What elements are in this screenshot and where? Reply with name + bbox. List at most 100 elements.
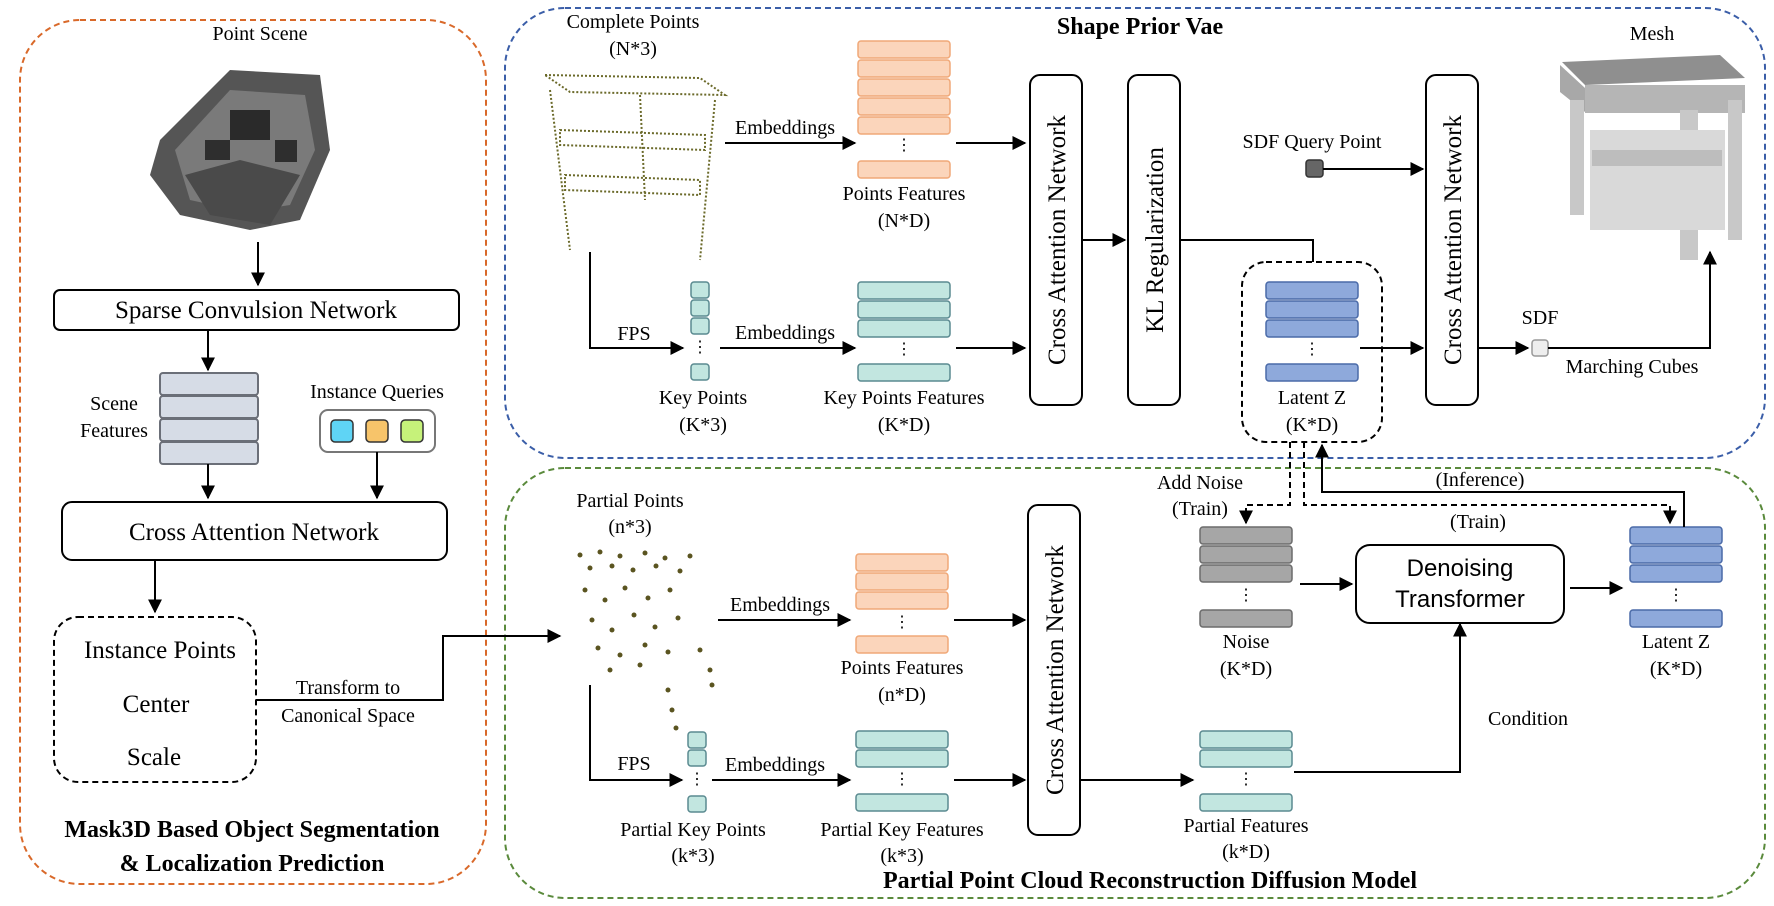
mesh-label: Mesh — [1630, 23, 1674, 45]
top-key-features-label: Key Points Features — [823, 387, 984, 409]
top-fps-label: FPS — [617, 323, 650, 345]
transform-label-1: Transform to — [296, 677, 400, 699]
left-cross-attention-block — [61, 501, 448, 561]
center-label: Center — [123, 691, 190, 718]
instance-info-box — [53, 616, 257, 783]
top-key-points-dims: (K*3) — [679, 414, 727, 436]
noise-dims: (K*D) — [1220, 658, 1272, 680]
denoising-label-1: Denoising — [1407, 555, 1514, 582]
left-panel-title-1: Mask3D Based Object Segmentation — [64, 817, 439, 843]
bottom-fps-label: FPS — [617, 753, 650, 775]
query-token-green — [400, 419, 424, 443]
decoder-cross-attention-block — [1425, 74, 1479, 406]
sdf-query-point-marker — [1305, 159, 1324, 178]
top-panel-border — [504, 7, 1766, 459]
svg-text:⋮: ⋮ — [1304, 341, 1320, 358]
top-cross-attention-label: Cross Attention Network — [1044, 115, 1071, 365]
bottom-key-features-stack: ⋮ — [855, 730, 949, 812]
bottom-panel-title: Partial Point Cloud Reconstruction Diffu… — [883, 868, 1417, 894]
top-key-features-stack: ⋮ — [857, 281, 951, 382]
svg-text:⋮: ⋮ — [896, 341, 912, 358]
bottom-panel-border — [504, 467, 1766, 899]
top-embeddings-label-2: Embeddings — [735, 322, 835, 344]
partial-key-points-dims: (k*3) — [671, 845, 714, 867]
top-key-features-dims: (K*D) — [878, 414, 930, 436]
denoising-label-2: Transformer — [1395, 586, 1525, 613]
top-points-features-dims: (N*D) — [878, 210, 930, 232]
left-panel-title-2: & Localization Prediction — [120, 851, 385, 877]
transform-label-2: Canonical Space — [281, 705, 415, 727]
noise-label: Noise — [1223, 631, 1270, 653]
svg-text:⋮: ⋮ — [692, 339, 708, 356]
scene-label-1: Scene — [90, 393, 138, 415]
left-panel-border — [19, 19, 487, 885]
sparse-conv-block — [53, 289, 460, 331]
partial-points-image — [577, 549, 715, 731]
marching-cubes-label: Marching Cubes — [1566, 356, 1699, 378]
svg-text:⋮: ⋮ — [1668, 587, 1684, 604]
partial-points-label: Partial Points — [576, 490, 683, 512]
partial-features-label: Partial Features — [1184, 815, 1309, 837]
top-points-features-label: Points Features — [843, 183, 966, 205]
sparse-conv-label: Sparse Convulsion Network — [115, 297, 397, 324]
point-scene-image — [150, 70, 330, 230]
query-token-blue — [330, 419, 354, 443]
bottom-key-points-stack: ⋮ — [687, 731, 707, 813]
sdf-query-point-label: SDF Query Point — [1243, 131, 1382, 153]
partial-features-stack: ⋮ — [1199, 730, 1293, 812]
top-latent-z-dims: (K*D) — [1286, 414, 1338, 436]
train-label-1: (Train) — [1172, 498, 1228, 520]
top-key-points-label: Key Points — [659, 387, 748, 409]
add-noise-label: Add Noise — [1157, 472, 1243, 494]
bottom-embeddings-label-1: Embeddings — [730, 594, 830, 616]
scale-label: Scale — [127, 744, 181, 771]
kl-regularization-label: KL Regularization — [1142, 147, 1169, 333]
partial-features-dims: (k*D) — [1222, 841, 1270, 863]
sdf-label: SDF — [1522, 307, 1559, 329]
inference-label: (Inference) — [1436, 469, 1525, 491]
denoising-transformer-block — [1355, 544, 1565, 624]
bottom-cross-attention-label: Cross Attention Network — [1042, 545, 1069, 795]
scene-label-2: Features — [80, 420, 148, 442]
partial-points-dims: (n*3) — [608, 516, 651, 538]
scene-features-stack — [159, 372, 259, 465]
svg-text:⋮: ⋮ — [896, 137, 912, 154]
condition-label: Condition — [1488, 708, 1568, 730]
sdf-output-marker — [1531, 339, 1549, 357]
bottom-points-features-stack: ⋮ — [855, 553, 949, 654]
instance-queries-label: Instance Queries — [310, 381, 444, 403]
svg-text:⋮: ⋮ — [894, 771, 910, 788]
top-points-features-stack: ⋮ — [857, 40, 951, 179]
query-token-orange — [365, 419, 389, 443]
bottom-cross-attention-block — [1027, 504, 1081, 836]
top-key-points-stack: ⋮ — [690, 281, 710, 381]
decoder-cross-attention-label: Cross Attention Network — [1440, 115, 1467, 365]
bottom-embeddings-label-2: Embeddings — [725, 754, 825, 776]
svg-text:⋮: ⋮ — [689, 771, 705, 788]
svg-text:⋮: ⋮ — [1238, 587, 1254, 604]
noise-stack: ⋮ — [1199, 526, 1293, 628]
bottom-latent-z-dims: (K*D) — [1650, 658, 1702, 680]
bottom-points-features-label: Points Features — [841, 657, 964, 679]
bottom-latent-z-stack: ⋮ — [1629, 526, 1723, 628]
bottom-latent-z-label: Latent Z — [1642, 631, 1710, 653]
partial-key-features-dims: (k*3) — [880, 845, 923, 867]
mesh-image — [1560, 55, 1745, 260]
bottom-points-features-dims: (n*D) — [878, 684, 926, 706]
partial-key-features-label: Partial Key Features — [820, 819, 983, 841]
partial-key-points-label: Partial Key Points — [620, 819, 766, 841]
complete-points-label: Complete Points — [567, 11, 700, 33]
instance-points-label: Instance Points — [84, 637, 236, 664]
top-latent-z-stack: ⋮ — [1265, 281, 1359, 382]
train-label-2: (Train) — [1450, 511, 1506, 533]
complete-points-dims: (N*3) — [609, 38, 657, 60]
left-cross-attention-label: Cross Attention Network — [129, 519, 379, 546]
svg-text:⋮: ⋮ — [894, 614, 910, 631]
top-embeddings-label-1: Embeddings — [735, 117, 835, 139]
top-panel-title: Shape Prior Vae — [1057, 14, 1224, 40]
complete-points-image — [541, 73, 729, 261]
point-scene-label: Point Scene — [213, 23, 308, 45]
top-latent-z-label: Latent Z — [1278, 387, 1346, 409]
svg-text:⋮: ⋮ — [1238, 771, 1254, 788]
